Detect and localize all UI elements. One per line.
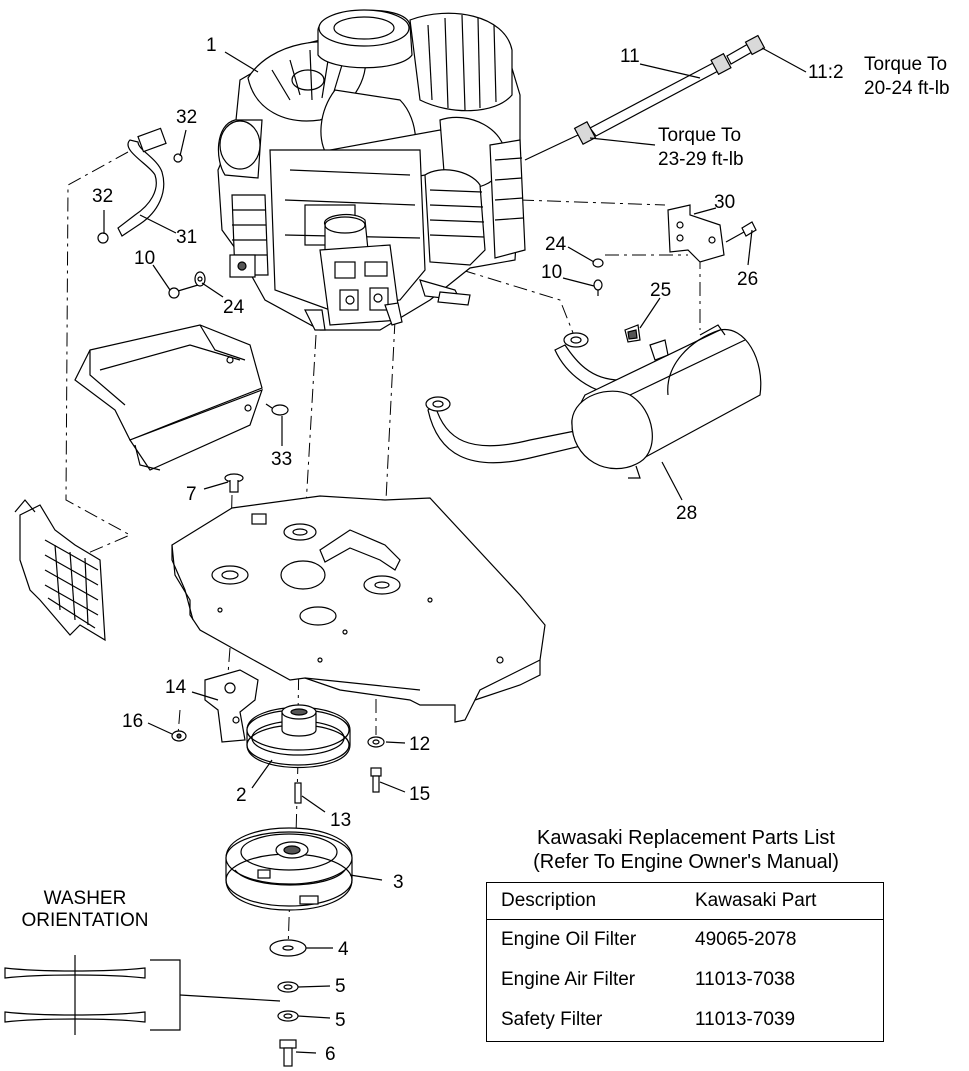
callout-10-left: 10 <box>134 248 155 269</box>
callout-12: 12 <box>409 734 430 755</box>
callout-11-2: 11:2 <box>808 62 844 83</box>
torque-notes: Torque To 20-24 ft-lb Torque To 23-29 ft… <box>658 54 950 170</box>
callout-14: 14 <box>165 677 187 698</box>
callout-24-right: 24 <box>545 234 567 255</box>
parts-list-title-line1: Kawasaki Replacement Parts List <box>537 827 835 849</box>
clutch-hardware <box>269 939 307 1067</box>
row-part-number: 11013-7038 <box>695 969 796 990</box>
washer-bolt-12-15 <box>367 736 385 793</box>
callout-15: 15 <box>409 784 430 805</box>
parts-list-table: Description Kawasaki Part Engine Oil Fil… <box>486 882 884 1042</box>
engine-deck-plate <box>171 495 546 723</box>
row-description: Engine Air Filter <box>501 969 636 990</box>
callout-16: 16 <box>122 711 143 732</box>
callout-32-top: 32 <box>176 107 197 128</box>
mount-bracket <box>171 669 259 743</box>
callout-4: 4 <box>338 939 349 960</box>
row-part-number: 49065-2078 <box>695 929 797 950</box>
engine-assembly <box>217 9 526 331</box>
fuel-hose <box>97 127 183 244</box>
callout-24-left: 24 <box>223 297 245 318</box>
callout-25: 25 <box>650 280 671 301</box>
washer-orientation-line2: ORIENTATION <box>21 910 149 931</box>
parts-table-header: Description Kawasaki Part <box>487 883 883 920</box>
pto-clutch <box>225 827 353 911</box>
torque-note-lower-line2: 23-29 ft-lb <box>658 149 744 170</box>
leader-lines <box>103 47 807 1054</box>
callout-7: 7 <box>186 484 197 505</box>
header-description: Description <box>501 890 597 911</box>
callout-32-bottom: 32 <box>92 186 113 207</box>
side-shield <box>14 499 106 642</box>
table-row: Engine Oil Filter 49065-2078 <box>487 920 883 960</box>
callout-26: 26 <box>737 269 758 290</box>
header-kawasaki-part: Kawasaki Part <box>695 890 817 911</box>
callout-31: 31 <box>176 227 197 248</box>
muffler-assembly <box>425 204 762 479</box>
washer-orientation-line1: WASHER <box>43 888 127 909</box>
callout-33: 33 <box>271 449 292 470</box>
left-bolt-washer <box>168 271 206 299</box>
row-part-number: 11013-7039 <box>695 1009 796 1030</box>
pin <box>224 473 244 493</box>
table-row: Engine Air Filter 11013-7038 <box>487 960 883 1000</box>
callout-1: 1 <box>206 35 217 56</box>
engine-shroud-bracket <box>74 324 289 471</box>
key <box>294 782 302 804</box>
callout-30: 30 <box>714 192 735 213</box>
washer-orientation-title: WASHER ORIENTATION <box>0 888 170 932</box>
callout-6: 6 <box>325 1044 336 1065</box>
callout-28: 28 <box>676 503 697 524</box>
parts-list-title-line2: (Refer To Engine Owner's Manual) <box>533 851 839 873</box>
washer-orientation-detail <box>4 955 281 1035</box>
callout-5-upper: 5 <box>335 976 346 997</box>
row-description: Safety Filter <box>501 1009 603 1030</box>
torque-note-lower-line1: Torque To <box>658 125 741 146</box>
row-description: Engine Oil Filter <box>501 929 637 950</box>
pulley <box>246 704 351 768</box>
callout-11: 11 <box>620 46 640 67</box>
callout-3: 3 <box>393 872 404 893</box>
callout-5-lower: 5 <box>335 1010 346 1031</box>
callout-2: 2 <box>236 785 247 806</box>
parts-list-title: Kawasaki Replacement Parts List (Refer T… <box>486 826 886 874</box>
callout-10-right: 10 <box>541 262 562 283</box>
table-row: Safety Filter 11013-7039 <box>487 1000 883 1040</box>
callout-labels: 1 11 11:2 32 32 31 10 24 24 10 30 26 25 … <box>92 35 844 1065</box>
torque-note-upper-line2: 20-24 ft-lb <box>864 78 950 99</box>
fuel-line <box>524 34 766 161</box>
callout-13: 13 <box>330 810 351 831</box>
torque-note-upper-line1: Torque To <box>864 54 947 75</box>
